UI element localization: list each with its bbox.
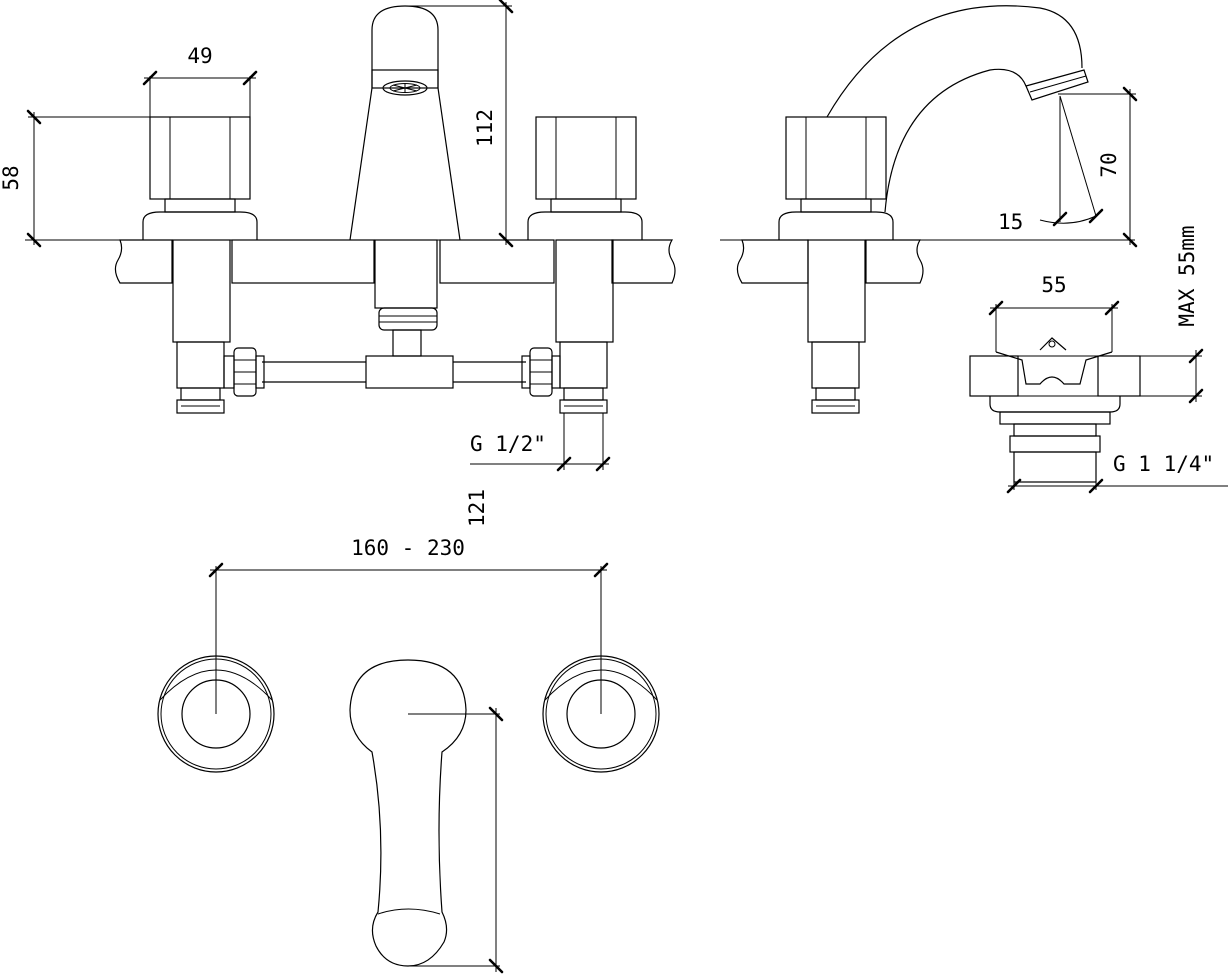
side-valve-body	[807, 239, 866, 414]
dim-label-49: 49	[187, 44, 212, 68]
dim-label-55: 55	[1041, 273, 1066, 297]
dim-label-112: 112	[473, 109, 497, 147]
dim-inlet-thread: G 1/2"	[470, 413, 611, 472]
drain-countertop-right	[1097, 355, 1141, 397]
dim-label-drain-thread: G 1 1/4"	[1113, 452, 1214, 476]
dim-label-max-55mm: MAX 55mm	[1175, 225, 1199, 326]
dim-label-58: 58	[0, 165, 23, 190]
left-valve-body	[172, 239, 231, 414]
drain-countertop-left	[969, 355, 1019, 397]
dim-drain-width: 55	[988, 273, 1120, 352]
connector-pipe	[223, 347, 561, 397]
top-spout	[349, 659, 467, 967]
dim-spout-angle: 15	[998, 95, 1104, 234]
side-elevation: 70 15	[720, 5, 1138, 414]
side-countertop-section	[736, 239, 809, 284]
dim-spout-reach: 121	[408, 489, 504, 974]
left-valve-handle	[142, 116, 258, 240]
dim-handle-height: 58	[0, 109, 150, 248]
dim-label-121: 121	[465, 489, 489, 527]
spout-shank	[374, 239, 438, 357]
side-valve-handle	[778, 116, 894, 240]
front-countertop-section	[114, 239, 676, 284]
side-curved-spout	[826, 5, 1089, 213]
dim-drain-thread: G 1 1/4"	[1006, 452, 1228, 494]
dim-handle-width: 49	[142, 44, 258, 117]
dim-center-distance: 160 - 230	[208, 536, 609, 714]
dim-label-inlet-thread: G 1/2"	[470, 432, 546, 456]
dim-label-center-distance: 160 - 230	[351, 536, 465, 560]
dim-label-70: 70	[1097, 152, 1121, 177]
front-spout	[349, 5, 461, 241]
right-valve-handle	[527, 116, 643, 240]
dim-outlet-height: 70	[1058, 86, 1138, 248]
dim-spout-height: 112	[405, 0, 514, 248]
right-valve-body	[555, 239, 614, 414]
drain-detail: 55 MAX 55mm G 1 1/4"	[969, 225, 1228, 494]
dim-label-15: 15	[998, 210, 1023, 234]
dim-max-deck: MAX 55mm	[1175, 225, 1204, 404]
top-view: 160 - 230 121	[157, 489, 660, 974]
front-elevation: 49 58 112 G 1/2"	[0, 0, 676, 472]
